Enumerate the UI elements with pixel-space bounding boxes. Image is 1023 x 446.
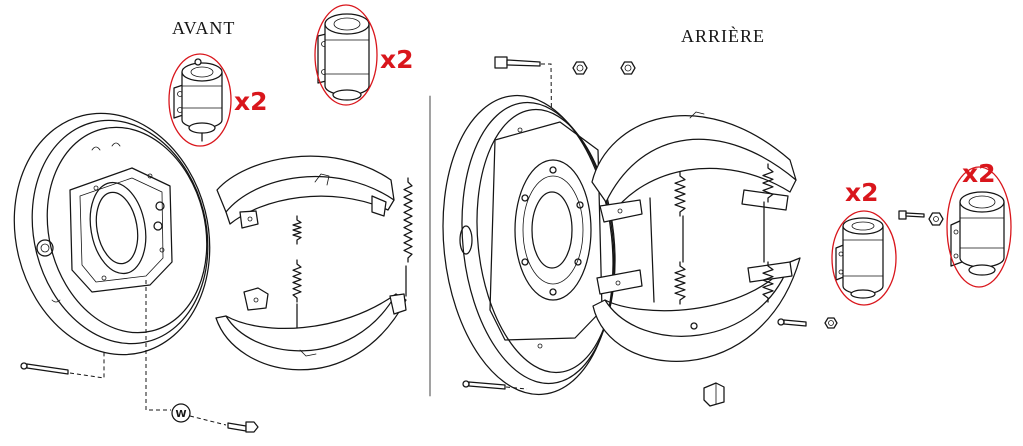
rear-backing-plate	[442, 94, 616, 396]
quantity-label: x2	[234, 87, 268, 116]
rear-anchor-bolt	[494, 56, 541, 69]
rear-wheel-cylinder-1	[831, 210, 897, 306]
rear-return-spring-right-upper	[762, 163, 774, 203]
front-return-spring-upper	[292, 215, 302, 245]
front-return-spring-lower	[292, 259, 302, 303]
highlight-ring	[831, 210, 897, 306]
rear-lower-brake-shoe	[592, 257, 801, 363]
highlight-ring	[314, 4, 378, 106]
rear-mounting-guide-line	[505, 386, 528, 390]
rear-nut-1	[572, 61, 588, 75]
rear-upper-brake-shoe	[591, 111, 797, 223]
rear-nut-2	[620, 61, 636, 75]
front-upper-brake-shoe	[216, 155, 395, 229]
rear-strut-bar	[649, 197, 655, 303]
rear-cable-bracket	[703, 382, 725, 407]
front-center-guide-line	[145, 280, 171, 411]
quantity-label: x2	[962, 159, 996, 188]
front-wheel-cylinder-1	[168, 53, 232, 147]
rear-cylinder-bolt	[898, 210, 925, 220]
rear-wheel-cylinder-2	[946, 166, 1012, 288]
front-bolt-guide-line	[69, 352, 105, 379]
rear-small-nut	[824, 317, 838, 329]
front-adjuster-spring	[403, 177, 413, 263]
highlight-ring	[168, 53, 232, 147]
rear-mounting-bolt	[462, 380, 506, 390]
quantity-label: x2	[380, 45, 414, 74]
quantity-label: x2	[845, 178, 879, 207]
rear-return-spring-left-upper	[674, 171, 686, 217]
washer-mark: W	[175, 409, 186, 420]
highlight-ring	[946, 166, 1012, 288]
front-hub-bolt	[227, 421, 259, 433]
rear-return-spring-right-lower	[762, 261, 774, 303]
front-heading: AVANT	[172, 18, 235, 38]
front-wheel-cylinder-2	[314, 4, 378, 106]
front-washer-guide-line	[189, 415, 227, 426]
front-mounting-bolt	[20, 362, 69, 375]
front-backing-plate	[13, 112, 211, 356]
front-lower-brake-shoe	[215, 287, 407, 371]
rear-small-bolt	[777, 318, 807, 327]
rear-heading: ARRIÈRE	[681, 25, 765, 46]
front-washer: W	[171, 403, 191, 423]
rear-return-spring-left-lower	[674, 261, 686, 305]
rear-cylinder-nut	[928, 212, 944, 226]
